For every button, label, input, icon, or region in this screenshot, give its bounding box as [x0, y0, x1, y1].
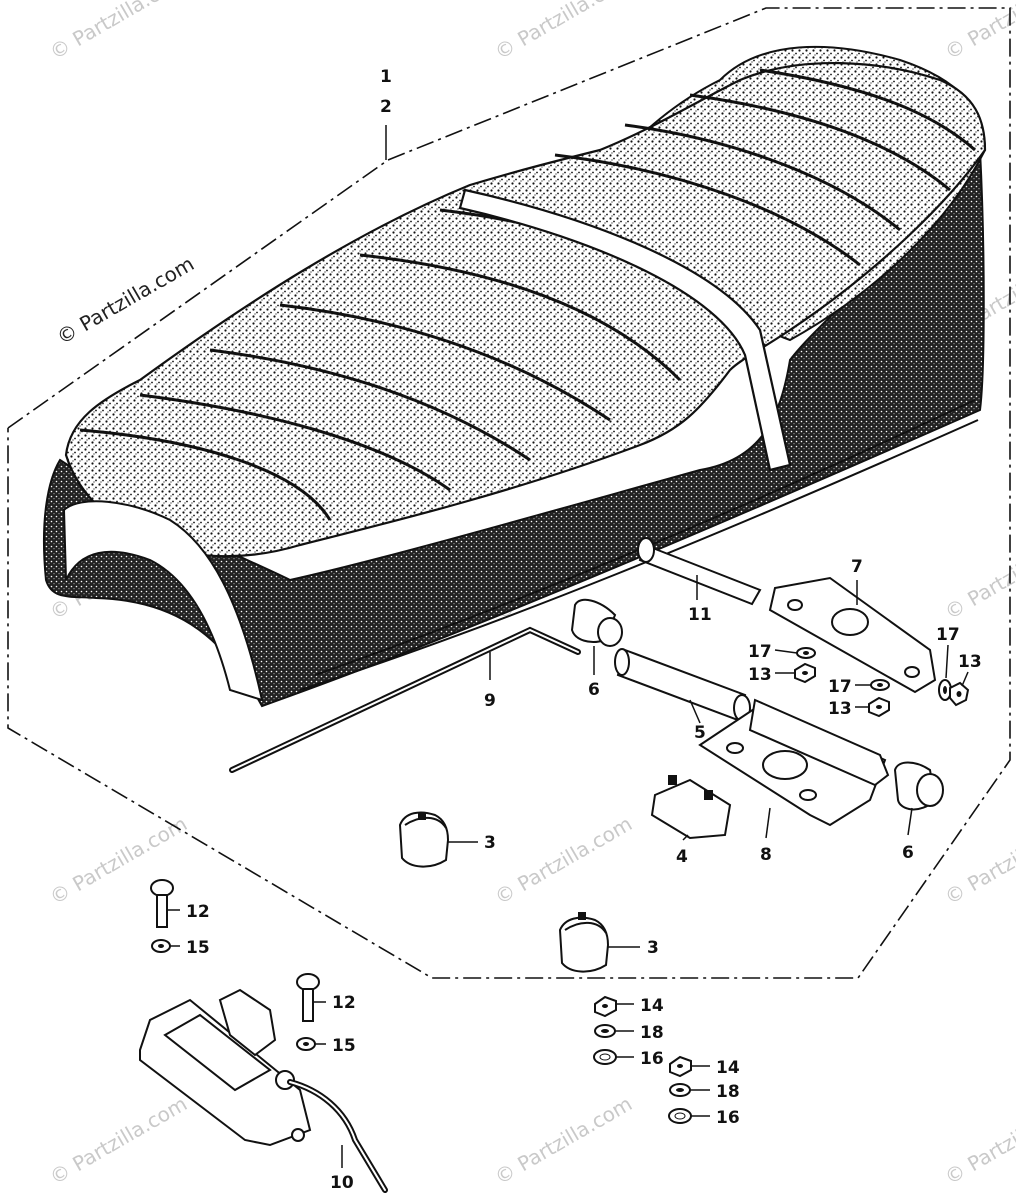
watermark: © Partzilla.com	[941, 0, 1016, 64]
watermark: © Partzilla.com	[46, 0, 192, 64]
washer-18-a	[594, 1024, 616, 1038]
callout-14: 14	[640, 996, 664, 1016]
seat-assembly	[42, 45, 987, 708]
part-3-cushion-upper	[398, 811, 450, 868]
part-5-tube	[614, 648, 751, 722]
callout-labels: 1 2 3 3 4 5 6 6 7 8 9 10 11 12 12 13 13 …	[186, 67, 982, 1193]
assembly-boundary	[7, 7, 1011, 979]
washer-15-a	[151, 939, 171, 953]
watermark: © Partzilla.com	[491, 1091, 637, 1189]
callout-17: 17	[828, 677, 852, 697]
part-7-hinge-bracket	[768, 576, 937, 694]
part-3-cushion-lower	[558, 912, 610, 973]
washer-16-a	[593, 1049, 617, 1065]
callout-16: 16	[640, 1049, 664, 1069]
seat-top-surface	[64, 61, 987, 558]
washer-16-b	[668, 1108, 692, 1124]
callout-4: 4	[676, 847, 688, 867]
seat-pleats	[79, 68, 976, 521]
callout-10: 10	[330, 1173, 354, 1193]
watermark: © Partzilla.com	[491, 0, 637, 64]
seat-strap	[458, 188, 792, 472]
callout-13: 13	[828, 699, 852, 719]
watermark: © Partzilla.com	[941, 811, 1016, 909]
washer-17-c	[938, 679, 952, 701]
nut-14-a	[594, 995, 617, 1018]
callout-16: 16	[716, 1108, 740, 1128]
callout-14: 14	[716, 1058, 740, 1078]
watermark-dark: © Partzilla.com	[53, 251, 199, 349]
callout-6: 6	[588, 680, 600, 700]
callout-6: 6	[902, 843, 914, 863]
watermark: © Partzilla.com	[46, 1091, 192, 1189]
callout-3: 3	[647, 938, 659, 958]
nut-13-b	[868, 696, 890, 718]
callout-12: 12	[186, 902, 210, 922]
callout-8: 8	[760, 845, 772, 865]
nut-14-b	[669, 1055, 692, 1078]
callout-18: 18	[716, 1082, 740, 1102]
callout-13: 13	[958, 652, 982, 672]
seat-side-panel	[42, 147, 985, 708]
part-8-hinge-plate	[698, 698, 890, 827]
seat-bottom-trim-2	[299, 419, 979, 691]
callout-1: 1	[380, 67, 392, 87]
callout-7: 7	[851, 557, 863, 577]
bolt-12-a	[150, 879, 174, 928]
callout-15: 15	[332, 1036, 356, 1056]
callout-17: 17	[748, 642, 772, 662]
watermark: © Partzilla.com	[941, 1091, 1016, 1189]
callout-3: 3	[484, 833, 496, 853]
callout-15: 15	[186, 938, 210, 958]
nut-13-a	[794, 662, 816, 684]
nut-13-c	[949, 681, 970, 707]
seat-front-opening	[62, 500, 264, 702]
bolt-12-b	[296, 973, 320, 1022]
watermark: © Partzilla.com	[491, 811, 637, 909]
washer-18-b	[669, 1083, 691, 1097]
part-6-bushing-upper	[570, 598, 623, 647]
washer-17-b	[870, 679, 890, 691]
part-6-bushing-lower	[893, 761, 944, 811]
part-10-seat-lock	[139, 988, 388, 1193]
leader-lines	[167, 575, 969, 1168]
seat-bottom-trim	[314, 399, 976, 676]
washer-17-a	[796, 647, 816, 659]
callout-12: 12	[332, 993, 356, 1013]
callout-9: 9	[484, 691, 496, 711]
callout-18: 18	[640, 1023, 664, 1043]
callout-17: 17	[936, 625, 960, 645]
watermark: © Partzilla.com	[941, 526, 1016, 624]
washer-15-b	[296, 1037, 316, 1051]
callout-5: 5	[694, 723, 706, 743]
callout-11: 11	[688, 605, 712, 625]
callout-2: 2	[380, 97, 392, 117]
part-11-pin	[637, 537, 762, 606]
part-9-rod-inner	[231, 628, 579, 771]
callout-13: 13	[748, 665, 772, 685]
part-4-block	[650, 775, 732, 840]
